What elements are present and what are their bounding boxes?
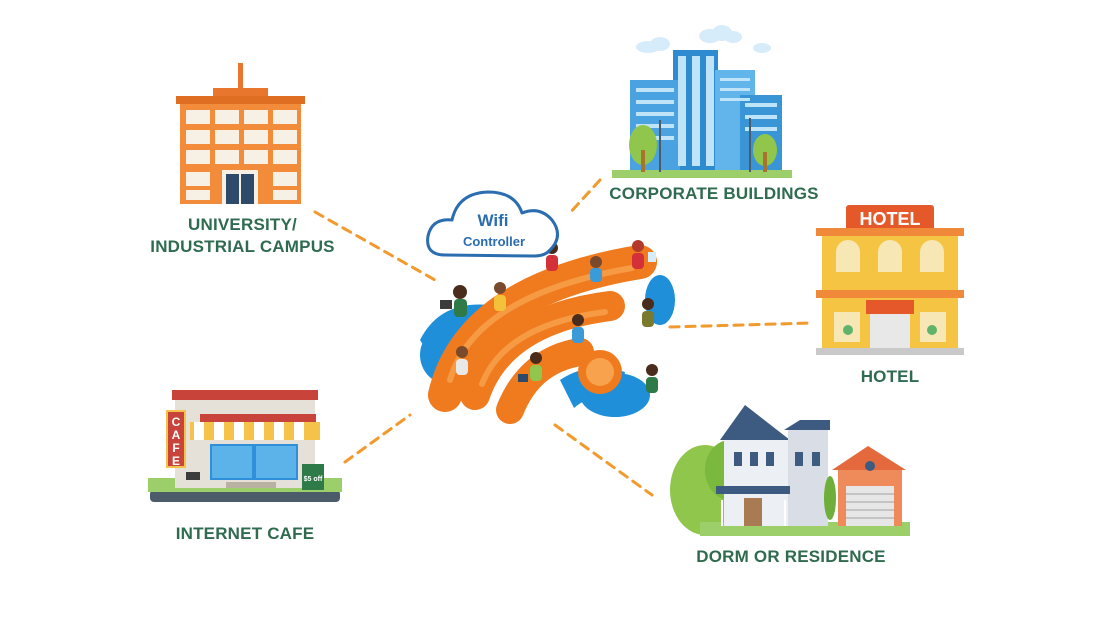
label-corporate: CORPORATE BUILDINGS: [609, 184, 819, 203]
label-university-line2: INDUSTRIAL CAMPUS: [150, 237, 335, 256]
wifi-controller-cloud: Wifi Controller: [426, 190, 559, 258]
dorm-residence-icon: [670, 405, 910, 536]
label-internet-cafe: INTERNET CAFE: [175, 524, 315, 543]
cloud-line1: Wifi: [477, 211, 508, 230]
label-hotel: HOTEL: [860, 367, 920, 386]
hotel-building-icon: HOTEL: [816, 205, 964, 355]
connector-cafe: [343, 413, 412, 464]
connector-hotel: [668, 321, 814, 329]
label-university: UNIVERSITY/ INDUSTRIAL CAMPUS: [140, 214, 345, 258]
wifi-hub-icon: Wifi Controller: [420, 190, 675, 424]
connector-corporate: [566, 178, 602, 217]
hotel-sign-text: HOTEL: [860, 209, 921, 229]
cafe-offer-text: $5 off: [304, 476, 323, 483]
label-university-line1: UNIVERSITY/: [188, 215, 297, 234]
cloud-line2: Controller: [463, 234, 525, 249]
label-dorm: DORM OR RESIDENCE: [696, 547, 886, 566]
connector-university: [313, 210, 437, 282]
university-building-icon: [176, 63, 305, 204]
corporate-buildings-icon: [612, 25, 792, 178]
connector-lines: [313, 178, 814, 497]
connector-dorm: [553, 423, 654, 497]
